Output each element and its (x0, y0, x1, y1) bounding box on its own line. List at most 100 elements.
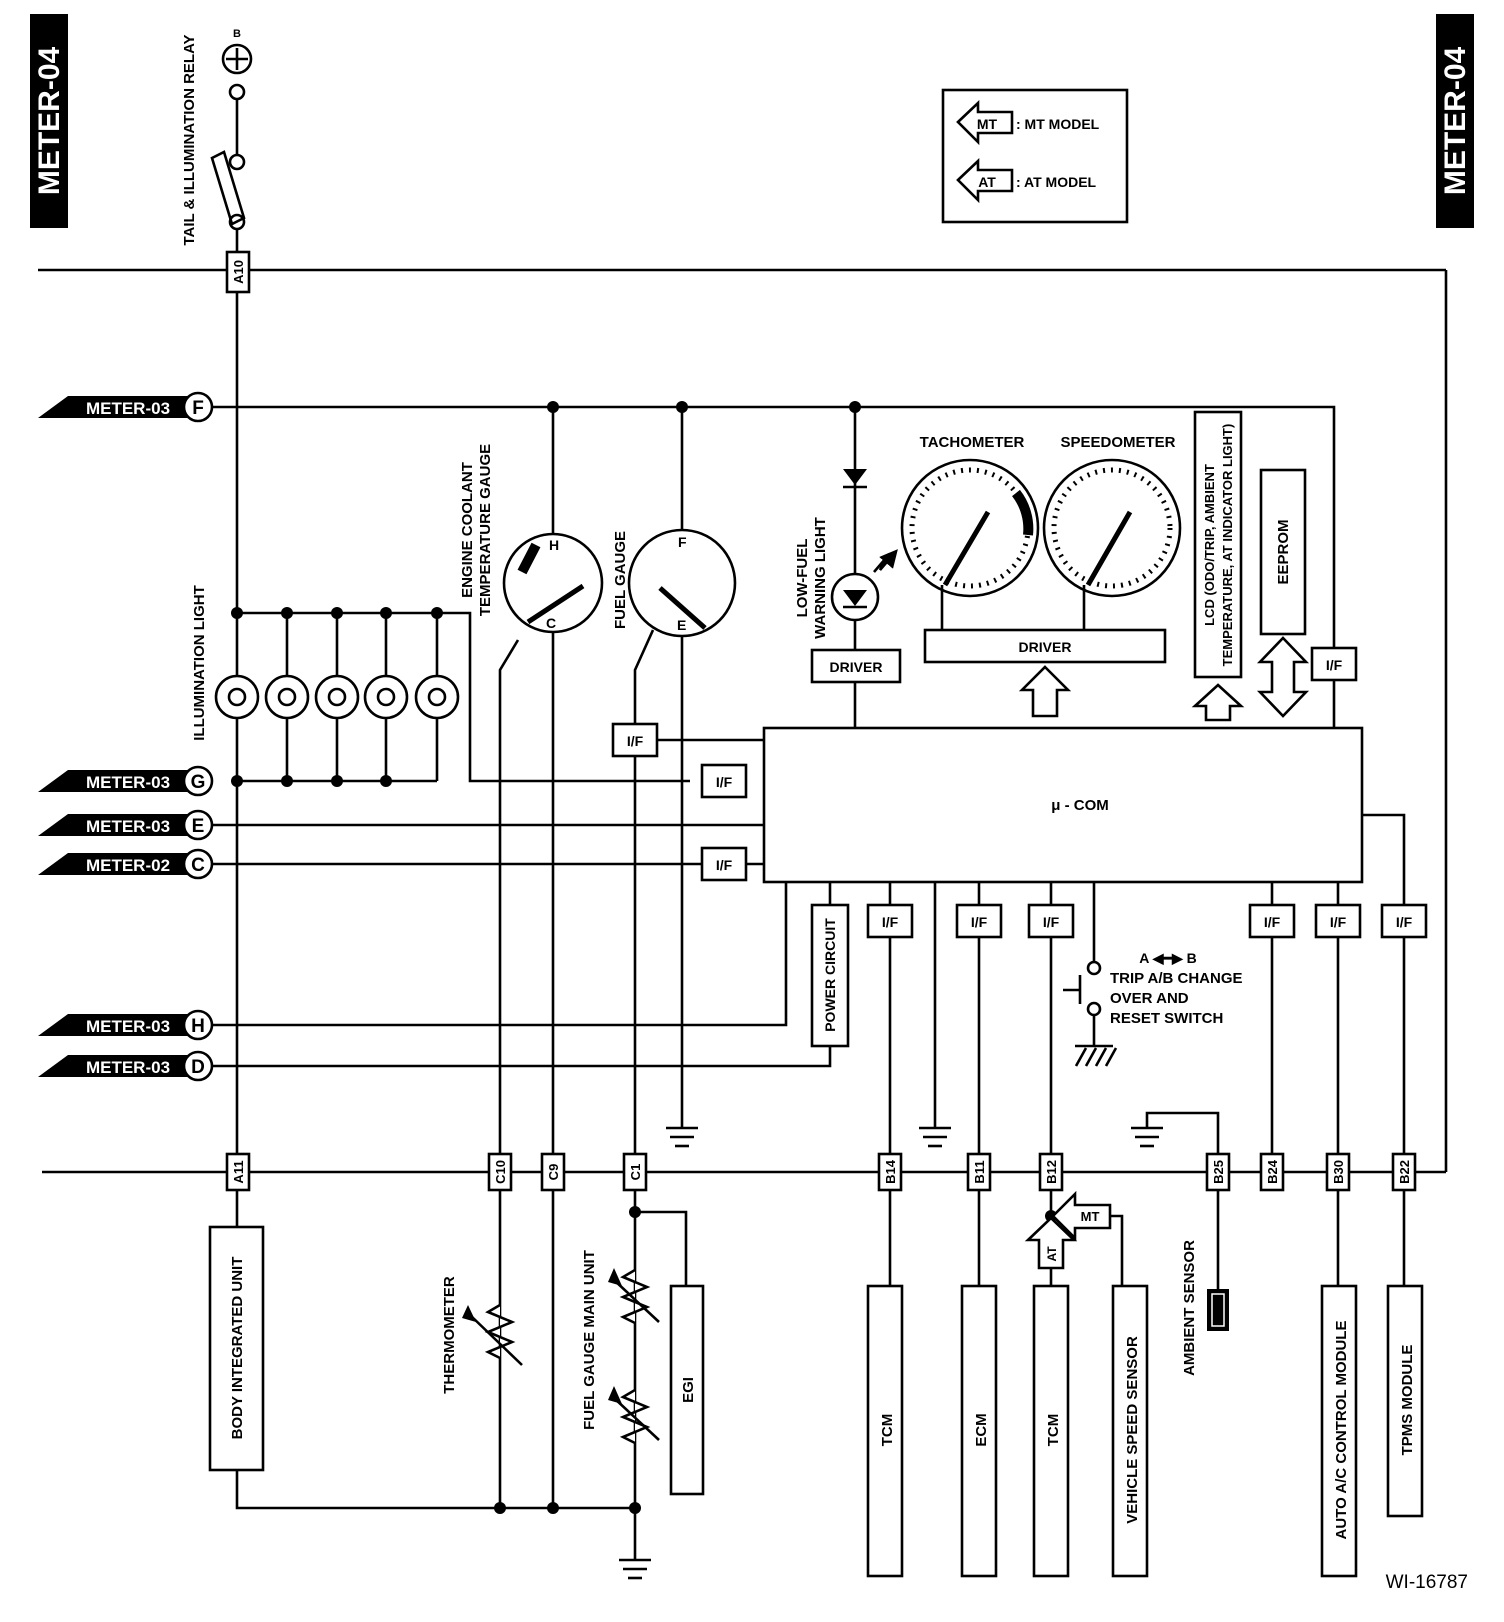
interface-box: I/F (1314, 903, 1362, 939)
driver-low-fuel: DRIVER (830, 659, 883, 675)
fuel-gauge-main-unit: FUEL GAUGE MAIN UNIT (581, 1250, 660, 1445)
thermometer-label: THERMOMETER (441, 1276, 458, 1394)
interface-box: I/F (1027, 903, 1075, 939)
svg-text:C9: C9 (546, 1164, 561, 1181)
legend-mt-text: : MT MODEL (1016, 116, 1100, 132)
off-page-ref-h: METER-03 H (38, 1009, 214, 1041)
svg-text:B11: B11 (972, 1160, 987, 1183)
svg-text:METER-03: METER-03 (86, 773, 170, 792)
egi-label: EGI (680, 1377, 697, 1403)
double-arrow-icon (1256, 636, 1310, 718)
svg-text:AT: AT (1045, 1246, 1059, 1262)
svg-text:A10: A10 (231, 260, 246, 284)
interface-box: I/F (955, 903, 1003, 939)
speedometer: SPEEDOMETER (1042, 434, 1182, 598)
illumination-light-label: ILLUMINATION LIGHT (191, 585, 208, 741)
legend-box: MT : MT MODEL AT : AT MODEL (941, 88, 1129, 224)
svg-text:D: D (191, 1057, 205, 1078)
at-arrow-symbol (956, 157, 1014, 204)
battery-supply-label: B (233, 28, 241, 40)
interface-box: I/F (1310, 646, 1358, 682)
ground-symbol (619, 1558, 651, 1580)
tachometer-label: TACHOMETER (920, 434, 1025, 451)
svg-text:METER-03: METER-03 (86, 399, 170, 418)
svg-text:I/F: I/F (1326, 657, 1343, 673)
trip-switch-label-1: TRIP A/B CHANGE (1110, 970, 1243, 987)
svg-text:B12: B12 (1044, 1160, 1059, 1184)
auto-ac-label: AUTO A/C CONTROL MODULE (1333, 1321, 1350, 1540)
svg-text:E: E (192, 816, 205, 837)
svg-text:MT: MT (1081, 1209, 1100, 1224)
trip-ab-label: A ◀━▶ B (1139, 950, 1196, 966)
ground-symbol (666, 1126, 698, 1148)
page-tag-left-text: METER-04 (33, 47, 66, 196)
off-page-ref-f: METER-03 F (38, 391, 214, 423)
svg-text:B30: B30 (1331, 1160, 1346, 1184)
lcd-label-1: LCD (ODO/TRIP, AMBIENT (1202, 464, 1217, 626)
low-fuel-label-1: LOW-FUEL (794, 539, 811, 618)
fuel-gauge-main-unit-label: FUEL GAUGE MAIN UNIT (581, 1250, 598, 1430)
power-circuit: POWER CIRCUIT (810, 903, 850, 1048)
svg-text:I/F: I/F (971, 914, 988, 930)
trip-reset-switch[interactable]: A ◀━▶ B TRIP A/B CHANGE OVER AND RESET S… (1063, 882, 1243, 1067)
coolant-gauge-label-2: TEMPERATURE GAUGE (477, 444, 494, 616)
ecm-label: ECM (973, 1413, 990, 1446)
bulb-icon (214, 674, 260, 720)
tcm-module-2: TCM (1032, 1284, 1070, 1578)
lcd-label-2: TEMPERATURE, AT INDICATOR LIGHT) (1220, 424, 1235, 667)
legend-at-text: : AT MODEL (1016, 174, 1097, 190)
interface-box: I/F (700, 763, 748, 799)
page-tag-right-text: METER-04 (1439, 47, 1472, 196)
fuel-gauge-label: FUEL GAUGE (612, 531, 629, 629)
connector-c10: C10 (487, 1152, 513, 1192)
body-integrated-unit-label: BODY INTEGRATED UNIT (229, 1257, 246, 1440)
legend-mt-symbol: MT (977, 116, 998, 132)
svg-text:C: C (191, 855, 205, 876)
bulb-icon (264, 674, 310, 720)
svg-text:B24: B24 (1265, 1159, 1280, 1184)
body-integrated-unit: BODY INTEGRATED UNIT (208, 1225, 265, 1472)
vehicle-speed-sensor: VEHICLE SPEED SENSOR (1111, 1284, 1149, 1578)
tcm-label-1: TCM (879, 1414, 896, 1447)
ambient-sensor-label: AMBIENT SENSOR (1181, 1240, 1198, 1376)
svg-text:F: F (192, 398, 204, 419)
lcd-display: LCD (ODO/TRIP, AMBIENT TEMPERATURE, AT I… (1191, 410, 1245, 722)
connector-b14: B14 (877, 1152, 903, 1192)
low-fuel-warning-light: LOW-FUEL WARNING LIGHT DRIVER (794, 407, 902, 728)
mcom-label: μ - COM (1051, 797, 1109, 814)
connector-c1: C1 (622, 1152, 648, 1192)
fuel-full-label: F (678, 534, 687, 550)
off-page-ref-d: METER-03 D (38, 1050, 214, 1082)
ambient-sensor: AMBIENT SENSOR (1181, 1240, 1229, 1376)
interface-box: I/F (866, 903, 914, 939)
tail-illumination-relay: B TAIL & ILLUMINATION RELAY (181, 28, 253, 252)
meter-driver: DRIVER (923, 585, 1167, 718)
page-tag-right: METER-04 (1436, 14, 1474, 228)
connector-b12: B12 (1038, 1152, 1064, 1192)
thermometer: THERMOMETER (441, 1276, 523, 1394)
interface-box: I/F (611, 722, 659, 758)
interface-box: I/F (1248, 903, 1296, 939)
tpms-label: TPMS MODULE (1399, 1345, 1416, 1456)
mt-arrow-symbol (956, 99, 1014, 146)
svg-text:B25: B25 (1211, 1160, 1226, 1184)
svg-text:I/F: I/F (716, 774, 733, 790)
svg-text:H: H (191, 1016, 205, 1037)
connector-a10: A10 (225, 250, 251, 294)
svg-text:I/F: I/F (627, 733, 644, 749)
coolant-hot-label: H (549, 537, 559, 553)
svg-text:G: G (191, 772, 206, 793)
svg-text:B14: B14 (883, 1159, 898, 1184)
microcomputer: μ - COM (762, 726, 1364, 884)
fuel-gauge: F E FUEL GAUGE (612, 407, 737, 1128)
egi-module: EGI (669, 1284, 705, 1496)
connector-c9: C9 (540, 1152, 566, 1192)
relay-label: TAIL & ILLUMINATION RELAY (181, 34, 198, 245)
fuel-empty-label: E (677, 617, 686, 633)
low-fuel-label-2: WARNING LIGHT (812, 517, 829, 639)
illumination-lights: ILLUMINATION LIGHT (191, 585, 690, 787)
connector-b30: B30 (1325, 1152, 1351, 1192)
speedometer-label: SPEEDOMETER (1060, 434, 1175, 451)
svg-text:I/F: I/F (1396, 914, 1413, 930)
svg-text:I/F: I/F (1264, 914, 1281, 930)
